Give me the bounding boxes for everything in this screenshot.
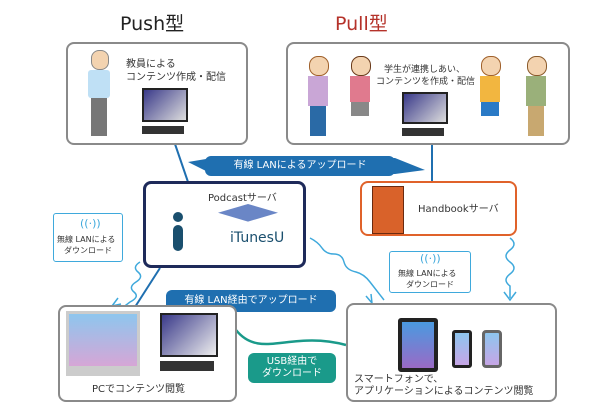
teacher-text-2: コンテンツ作成・配信 [126, 72, 226, 83]
push-title: Push型 [120, 13, 185, 35]
wireless-callout-right: ((·)) 無線 LANによる ダウンロード [389, 251, 471, 293]
student-figure [348, 56, 372, 136]
teacher-box: 教員による コンテンツ作成・配信 [66, 42, 248, 145]
students-text-2: コンテンツを作成・配信 [376, 77, 476, 87]
teacher-figure [86, 50, 112, 138]
teacher-podcast-line [174, 143, 189, 183]
wireless-left-text-2: ダウンロード [64, 246, 112, 255]
podcast-server-label: Podcastサーバ [208, 193, 277, 204]
wireless-wave-left [113, 261, 142, 315]
handbook-server-label: Handbookサーバ [418, 204, 499, 215]
desktop-pc-icon [160, 313, 218, 373]
wireless-right-text-2: ダウンロード [406, 280, 454, 289]
usb-download-label: USB経由で ダウンロード [248, 353, 336, 383]
wireless-left-text-1: 無線 LANによる [57, 235, 116, 244]
student-figure [306, 56, 330, 136]
graduation-cap-icon [218, 204, 278, 222]
teacher-text-1: 教員による [126, 59, 176, 70]
wifi-icon: ((·)) [80, 217, 101, 230]
pull-title: Pull型 [335, 13, 388, 35]
desktop-pc-icon [402, 92, 448, 138]
smartphone-text-2: アプリケーションによるコンテンツ閲覧 [354, 386, 534, 397]
pc-box: PCでコンテンツ閲覧 [58, 305, 237, 402]
smartphone-box: スマートフォンで、 アプリケーションによるコンテンツ閲覧 [346, 303, 557, 402]
wired-upload-label: 有線 LANによるアップロード [205, 156, 395, 176]
usb-download-text-1: USB経由で [266, 356, 318, 367]
students-text-1: 学生が連携しあい、 [384, 65, 466, 75]
handbook-server-box: Handbookサーバ [360, 181, 517, 236]
students-box: 学生が連携しあい、 コンテンツを作成・配信 [286, 42, 570, 145]
usb-cable [235, 329, 347, 347]
handbook-icon [372, 186, 404, 234]
desktop-pc-icon [142, 88, 188, 136]
student-figure [478, 56, 502, 136]
wireless-right-text-1: 無線 LANによる [398, 269, 457, 278]
podcast-pc-line [134, 267, 161, 308]
smartphone-text-1: スマートフォンで、 [354, 374, 444, 385]
student-figure [524, 56, 548, 136]
wireless-callout-left: ((·)) 無線 LANによる ダウンロード [53, 213, 123, 262]
pc-box-text: PCでコンテンツ閲覧 [92, 384, 186, 395]
podcast-server-box: Podcastサーバ iTunesU [143, 181, 306, 268]
itunesu-logo: iTunesU [230, 230, 285, 246]
tablet-icon [398, 318, 438, 372]
android-phone-icon [482, 330, 502, 368]
wifi-icon: ((·)) [420, 252, 441, 265]
wireless-wave-right [505, 237, 515, 298]
imac-icon [66, 311, 140, 376]
smartphone-icon [452, 330, 472, 368]
info-icon [172, 212, 184, 252]
wireless-wave-center [309, 237, 385, 301]
usb-download-text-2: ダウンロード [262, 368, 322, 379]
